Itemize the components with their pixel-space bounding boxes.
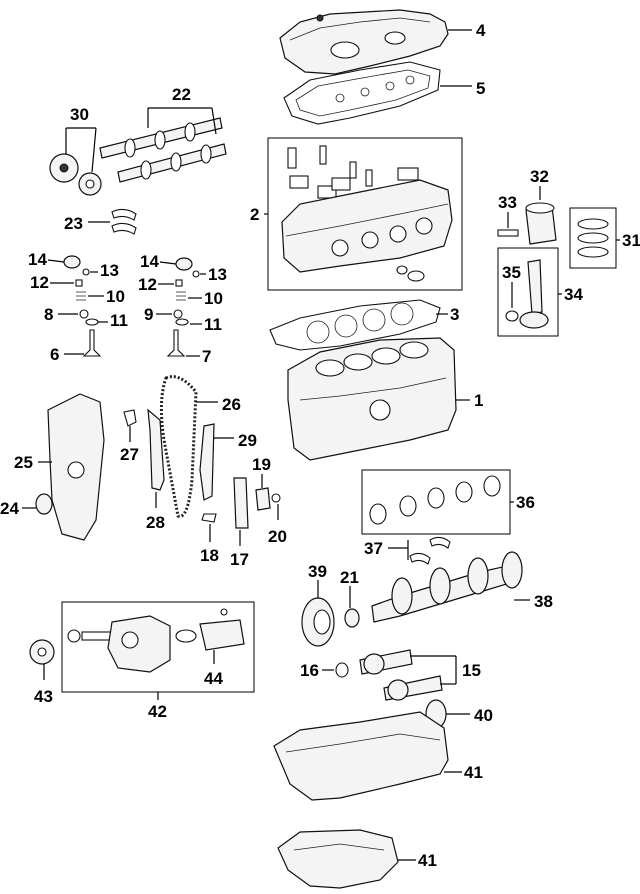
connecting-rod-box [497, 247, 559, 337]
chain-guides [123, 408, 281, 529]
callout-5: 5 [476, 79, 485, 98]
callout-10b: 10 [204, 289, 223, 308]
callout-3: 3 [450, 305, 459, 324]
oil-pump [67, 608, 245, 673]
main-bearings [369, 475, 501, 525]
crankshaft [371, 551, 523, 623]
oil-pan-lower [277, 829, 399, 889]
callout-2: 2 [250, 205, 259, 224]
callout-44: 44 [204, 669, 223, 688]
callout-30: 30 [70, 105, 89, 124]
callout-14b: 14 [140, 252, 159, 271]
callout-23: 23 [64, 214, 83, 233]
callout-29: 29 [238, 431, 257, 450]
callout-34: 34 [564, 285, 583, 304]
callout-15: 15 [462, 661, 481, 680]
callout-21: 21 [340, 568, 359, 587]
connecting-rod [505, 259, 549, 329]
callout-18: 18 [200, 546, 219, 565]
callout-19: 19 [252, 455, 271, 474]
callout-41b: 41 [418, 851, 437, 870]
callout-11a: 11 [110, 311, 128, 330]
piston-rings [577, 218, 609, 258]
callout-42: 42 [148, 702, 167, 721]
callout-39: 39 [308, 562, 327, 581]
callout-26: 26 [222, 395, 241, 414]
callout-22: 22 [172, 85, 191, 104]
valve-cover-gasket [283, 61, 441, 125]
callout-13b: 13 [208, 265, 227, 284]
callout-16: 16 [300, 661, 319, 680]
callout-10a: 10 [106, 287, 125, 306]
callout-17: 17 [230, 550, 249, 569]
callout-43: 43 [34, 687, 53, 706]
head-gasket [269, 299, 441, 351]
callout-4: 4 [476, 21, 486, 40]
timing-cover [35, 393, 105, 541]
callout-35: 35 [502, 263, 521, 282]
callout-28: 28 [146, 513, 165, 532]
piston-rings-box [569, 207, 617, 269]
cam-bearings [111, 208, 137, 235]
callout-1: 1 [474, 391, 483, 410]
callout-8: 8 [44, 305, 53, 324]
callout-6: 6 [50, 345, 59, 364]
callout-7: 7 [202, 347, 211, 366]
camshafts [99, 117, 227, 183]
cam-sprockets [49, 153, 102, 196]
callout-25: 25 [14, 453, 33, 472]
callout-24: 24 [0, 499, 19, 518]
oil-pump-sprocket [29, 639, 55, 665]
callout-27: 27 [120, 445, 139, 464]
callout-12a: 12 [30, 273, 49, 292]
callout-38: 38 [534, 592, 553, 611]
callout-20: 20 [268, 527, 287, 546]
balance-shafts [335, 649, 443, 701]
callout-40: 40 [474, 706, 493, 725]
callout-14a: 14 [28, 250, 47, 269]
callout-11b: 11 [204, 315, 222, 334]
cylinder-head [281, 145, 453, 282]
callout-13a: 13 [100, 261, 119, 280]
callout-9: 9 [144, 305, 153, 324]
valvetrain-left [63, 255, 102, 357]
valvetrain-right [166, 257, 200, 357]
callout-32: 32 [530, 167, 549, 186]
valve-cover [279, 9, 449, 75]
callout-33: 33 [498, 193, 517, 212]
callout-12b: 12 [138, 275, 157, 294]
callout-41a: 41 [464, 763, 483, 782]
thrust-washers [409, 536, 451, 565]
piston [497, 202, 557, 245]
timing-chain [159, 375, 198, 518]
callout-36: 36 [516, 493, 535, 512]
callout-37: 37 [364, 539, 383, 558]
engine-block [287, 337, 457, 461]
oil-pan-upper [273, 711, 449, 801]
callout-31: 31 [622, 231, 640, 250]
